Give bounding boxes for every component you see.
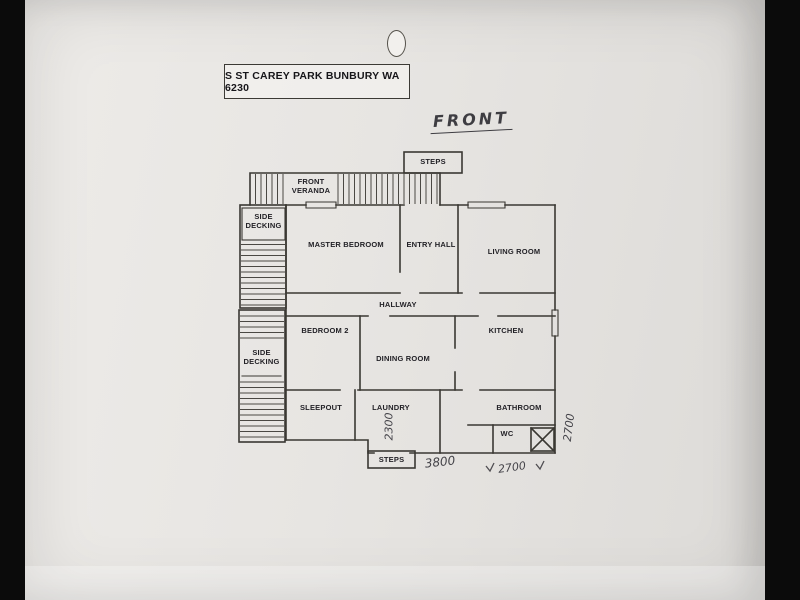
steps-bottom-label: STEPS bbox=[378, 455, 405, 464]
room-label-living-room: LIVING ROOM bbox=[487, 247, 541, 256]
walls-group bbox=[238, 151, 559, 469]
room-label-sleepout: SLEEPOUT bbox=[299, 403, 343, 412]
scanned-paper bbox=[25, 0, 765, 600]
room-label-master-bedroom: MASTER BEDROOM bbox=[308, 240, 384, 249]
house-bottom-wall bbox=[285, 439, 556, 454]
room-label-wc: WC bbox=[500, 429, 514, 438]
room-label-laundry: LAUNDRY bbox=[372, 403, 410, 412]
hole-punch-oval bbox=[387, 30, 406, 57]
side-decking-upper-label-box bbox=[241, 207, 286, 241]
window-symbols bbox=[305, 201, 559, 337]
room-label-bedroom-2: BEDROOM 2 bbox=[301, 326, 349, 335]
room-label-entry-hall: ENTRY HALL bbox=[406, 240, 456, 249]
front-veranda-outline bbox=[249, 172, 441, 206]
address-label-text: S ST CAREY PARK BUNBURY WA 6230 bbox=[225, 69, 400, 94]
handwritten-tick-marks bbox=[485, 460, 545, 473]
address-label-box: S ST CAREY PARK BUNBURY WA 6230 bbox=[224, 64, 410, 99]
hatching-group bbox=[240, 174, 439, 440]
side-decking-lower-outline bbox=[238, 309, 286, 443]
room-label-hallway: HALLWAY bbox=[379, 300, 417, 309]
measurement-2300-laundry: 2300 bbox=[382, 412, 396, 441]
paper-bottom-edge bbox=[25, 566, 765, 600]
room-label-kitchen: KITCHEN bbox=[488, 326, 524, 335]
room-label-dining-room: DINING ROOM bbox=[376, 354, 430, 363]
room-label-side-decking-upper: SIDE DECKING bbox=[245, 212, 282, 230]
room-label-front-veranda: FRONT VERANDA bbox=[291, 177, 331, 195]
shower-x-box bbox=[530, 427, 555, 452]
room-label-bathroom: BATHROOM bbox=[496, 403, 542, 412]
steps-bottom-box bbox=[367, 450, 416, 469]
shower-x-diagonals bbox=[529, 426, 556, 453]
room-label-side-decking-lower: SIDE DECKING bbox=[243, 348, 280, 366]
steps-top-label: STEPS bbox=[420, 157, 446, 166]
